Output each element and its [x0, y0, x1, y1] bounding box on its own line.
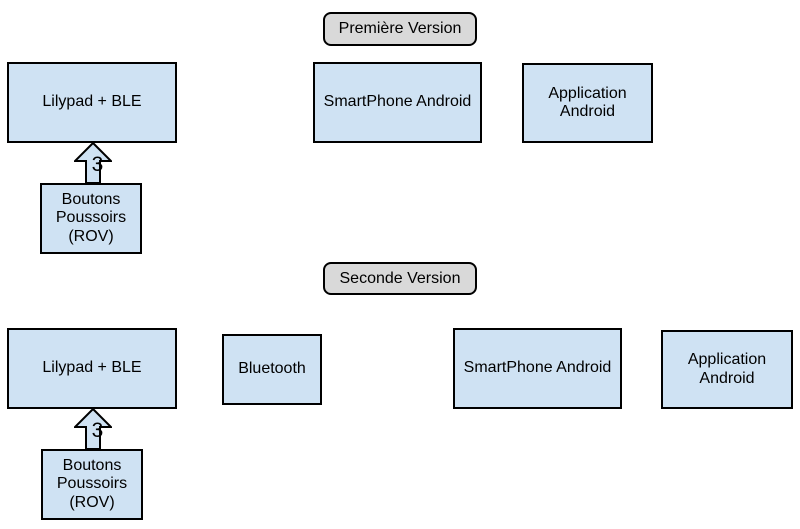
section1-lilypad-ble-box: Lilypad + BLE: [7, 62, 177, 143]
section2-smartphone-android-box: SmartPhone Android: [453, 328, 622, 409]
section2-boutons-label-line1: Boutons: [62, 456, 122, 474]
section1-version-label-text: Première Version: [338, 20, 462, 37]
section1-arrow-count: 3: [91, 153, 104, 176]
section1-boutons-poussoirs-box: Boutons Poussoirs (ROV): [40, 183, 142, 254]
section2-bluetooth-label: Bluetooth: [238, 360, 306, 378]
section2-version-label-text: Seconde Version: [339, 269, 461, 287]
section2-application-android-label-line1: Application: [687, 351, 767, 369]
section1-application-android-label-line2: Android: [559, 103, 616, 120]
section2-application-android-box: Application Android: [661, 330, 793, 409]
section1-boutons-label-line1: Boutons: [61, 190, 121, 208]
section2-version-label: Seconde Version: [323, 262, 477, 295]
section1-boutons-label-line3: (ROV): [68, 227, 114, 245]
section2-lilypad-ble-label: Lilypad + BLE: [42, 359, 142, 377]
section2-boutons-label-line3: (ROV): [69, 493, 115, 511]
section1-application-android-box: Application Android: [522, 63, 653, 143]
section1-version-label: Première Version: [323, 12, 477, 46]
section1-smartphone-android-box: SmartPhone Android: [313, 62, 482, 143]
section2-lilypad-ble-box: Lilypad + BLE: [7, 328, 177, 409]
section1-application-android-label-line1: Application: [548, 84, 627, 102]
section1-boutons-label-line2: Poussoirs: [55, 209, 127, 227]
section1-up-arrow: 3: [74, 142, 112, 184]
section2-application-android-label-line2: Android: [699, 369, 755, 387]
section2-boutons-poussoirs-box: Boutons Poussoirs (ROV): [41, 449, 143, 520]
section1-smartphone-android-label: SmartPhone Android: [323, 93, 472, 111]
section2-up-arrow: 3: [74, 408, 112, 450]
section2-boutons-label-line2: Poussoirs: [56, 475, 128, 493]
section1-lilypad-ble-label: Lilypad + BLE: [42, 93, 142, 111]
section2-arrow-count: 3: [91, 419, 104, 442]
section2-bluetooth-box: Bluetooth: [222, 334, 322, 405]
section2-smartphone-android-label: SmartPhone Android: [463, 359, 612, 377]
